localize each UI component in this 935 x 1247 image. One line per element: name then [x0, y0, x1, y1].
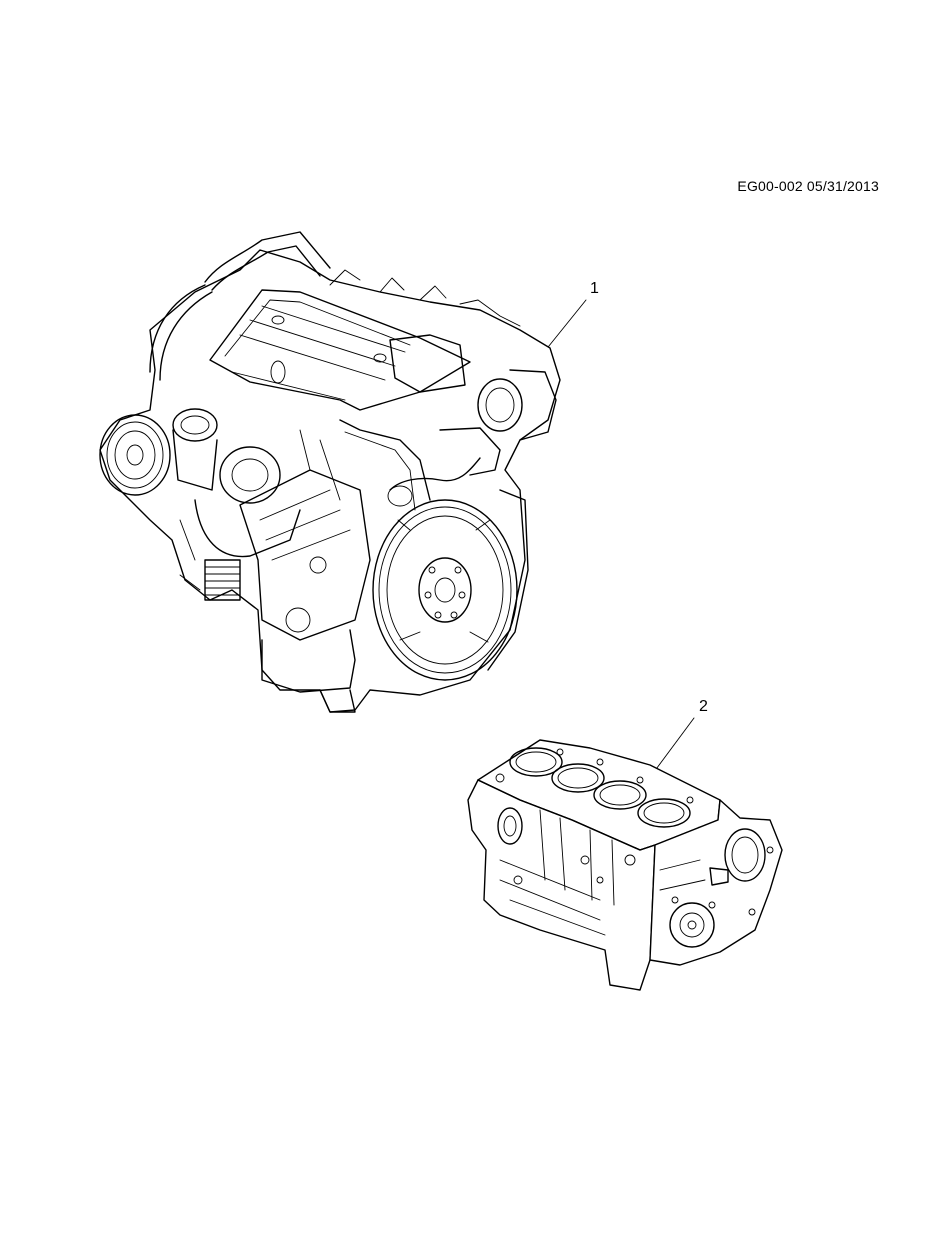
callout-label-engine-block: 2	[699, 698, 708, 715]
engine-block-illustration	[467, 739, 783, 991]
document-code: EG00-002 05/31/2013	[737, 178, 879, 194]
complete-engine-illustration	[99, 231, 561, 713]
callout-label-engine-assembly: 1	[590, 280, 599, 297]
